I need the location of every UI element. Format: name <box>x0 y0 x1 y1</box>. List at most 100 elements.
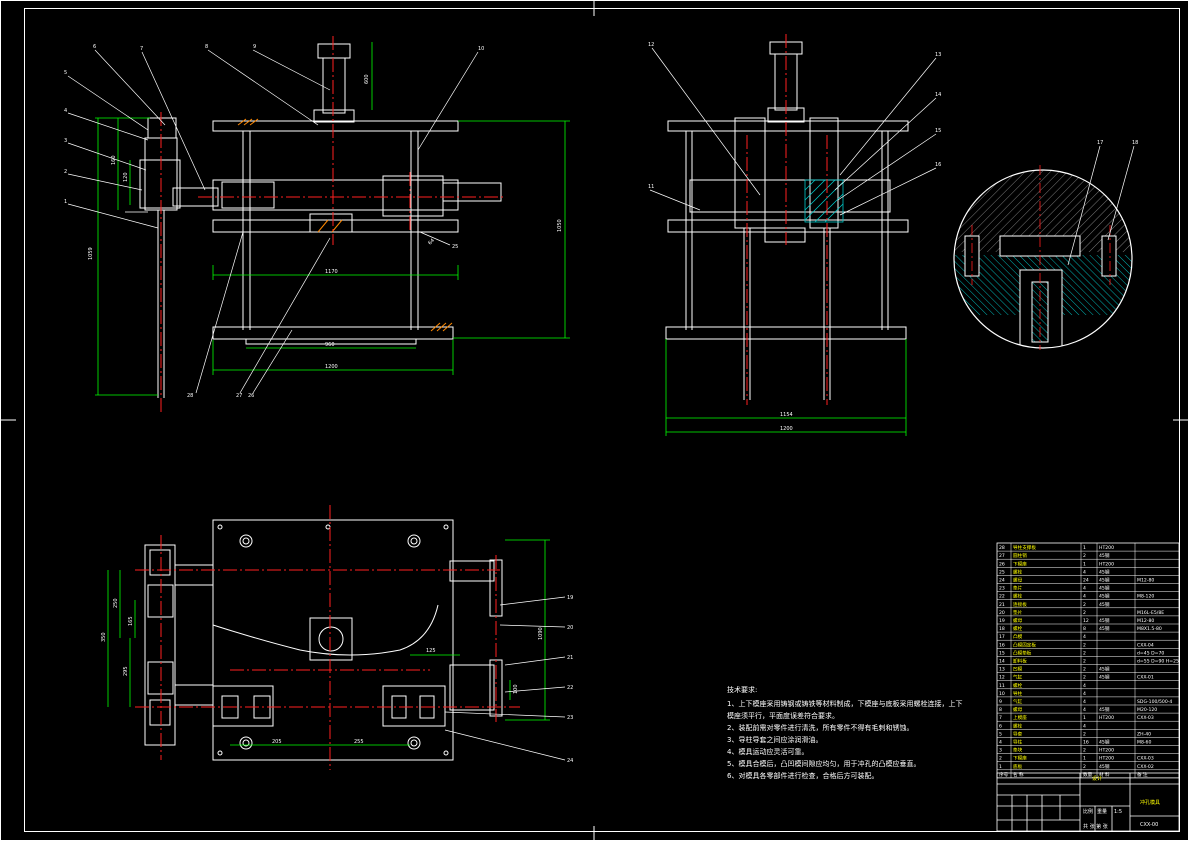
bom-cell: 4 <box>1083 683 1086 689</box>
balloon-16: 16 <box>935 162 941 168</box>
bom-cell: 45钢 <box>1099 585 1110 592</box>
bom-cell: 45钢 <box>1099 568 1110 575</box>
bom-cell: 10 <box>999 691 1005 697</box>
bom-cell: 凹模 <box>1013 666 1023 673</box>
bom-cell: d=55 D=90 H=25 <box>1137 659 1179 665</box>
bom-cell: 圆柱销 <box>1013 552 1027 559</box>
bom-cell: 4 <box>1083 586 1086 592</box>
bom-cell: M12-80 <box>1137 578 1154 584</box>
balloon-26: 26 <box>248 393 254 399</box>
balloon-15: 15 <box>935 128 941 134</box>
technical-notes: 技术要求: 1、上下模座采用铸钢或铸铁等材料制成，下模座与底板采用螺栓连接，上下… <box>727 685 962 780</box>
bom-cell: 45钢 <box>1099 625 1110 632</box>
bom-cell: 卸料板 <box>1013 658 1027 665</box>
bom-cell: 垫块 <box>1013 747 1023 754</box>
bom-cell: 导套 <box>1013 730 1023 737</box>
dim-top-v1: 1090 <box>538 627 544 640</box>
bom-header-cell: 材 料 <box>1099 771 1110 778</box>
bom-cell: 45钢 <box>1099 763 1110 770</box>
bom-cell: CXX-01 <box>1137 675 1154 681</box>
bom-cell: d=45 D=70 <box>1137 650 1164 656</box>
dim-top-h3: 295 <box>123 666 129 676</box>
balloon-2: 2 <box>64 169 67 175</box>
bom-cell: 2 <box>1083 610 1086 616</box>
title-drawing-name: 冲孔模具 <box>1140 799 1160 806</box>
bom-cell: 45钢 <box>1099 739 1110 746</box>
title-scale-value: 1:5 <box>1114 809 1122 815</box>
bom-cell: 23 <box>999 586 1005 592</box>
balloon-14: 14 <box>935 92 941 98</box>
cylinder-body <box>322 57 346 114</box>
bom-cell: 16 <box>1083 740 1089 746</box>
bom-cell: 6 <box>999 723 1002 729</box>
bom-cell: M16L-E5/8E <box>1137 610 1164 616</box>
bom-cell: 24 <box>1083 578 1089 584</box>
bom-cell: HT200 <box>1099 561 1114 567</box>
bom-cell: 4 <box>1083 594 1086 600</box>
balloon-6: 6 <box>93 44 96 50</box>
balloon-3: 3 <box>64 138 67 144</box>
bom-cell: 12 <box>1083 618 1089 624</box>
dim-small-a: 160 <box>111 155 117 165</box>
bom-cell: 螺母 <box>1013 706 1023 713</box>
bom-cell: 8 <box>999 707 1002 713</box>
dim-side-inner-width: 1154 <box>780 412 793 418</box>
note-line: 1、上下模座采用铸钢或铸铁等材料制成，下模座与底板采用螺栓连接，上下 <box>727 699 962 708</box>
bom-cell: 凸模 <box>1013 633 1023 640</box>
bom-cell: 24 <box>999 578 1005 584</box>
bom-cell: 45钢 <box>1099 666 1110 673</box>
bom-cell: 底板 <box>1013 763 1023 770</box>
bom-cell: 1 <box>999 764 1002 770</box>
balloon-1: 1 <box>64 199 67 205</box>
balloon-8: 8 <box>205 44 208 50</box>
bom-cell: 导柱 <box>1013 739 1023 746</box>
balloon-4: 4 <box>64 108 67 114</box>
title-sheet-label: 共 张 第 张 <box>1083 823 1108 830</box>
bom-cell: CXX-03 <box>1137 756 1154 762</box>
balloon-25: 25 <box>452 244 458 250</box>
bom-cell: 27 <box>999 553 1005 559</box>
title-drawing-no: CXX-00 <box>1140 822 1158 828</box>
base-plate <box>212 326 454 340</box>
detail-view: 17 18 <box>953 140 1138 350</box>
balloon-28: 28 <box>187 393 193 399</box>
bom-cell: HT200 <box>1099 545 1114 551</box>
bom-header-cell: 序号 <box>999 771 1009 778</box>
bom-cell: 连接板 <box>1013 601 1027 608</box>
bom-cell: 45钢 <box>1099 706 1110 713</box>
bom-cell: 2 <box>1083 667 1086 673</box>
bom-cell: 凸模垫板 <box>1013 649 1032 656</box>
balloon-23: 23 <box>567 715 573 721</box>
balloon-19: 19 <box>567 595 573 601</box>
bom-cell: 4 <box>1083 634 1086 640</box>
bom-cell: 45钢 <box>1099 674 1110 681</box>
dim-height-right: 1050 <box>557 219 563 232</box>
bom-cell: 1 <box>1083 561 1086 567</box>
bom-cell: 45钢 <box>1099 617 1110 624</box>
balloon-18: 18 <box>1132 140 1138 146</box>
bom-cell: 上模座 <box>1013 714 1027 721</box>
balloon-24: 24 <box>567 758 573 764</box>
balloon-12: 12 <box>648 42 654 48</box>
bom-cell: 1 <box>1083 715 1086 721</box>
bom-cell: 螺母 <box>1013 577 1023 584</box>
bom-cell: 2 <box>1083 659 1086 665</box>
bom-cell: CXX-04 <box>1137 642 1154 648</box>
bom-cell: 4 <box>1083 699 1086 705</box>
bom-cell: 26 <box>999 561 1005 567</box>
dim-top-h4: 165 <box>128 616 134 626</box>
bom-cell: 螺母 <box>1013 617 1023 624</box>
note-line: 模座须平行，平面度误差符合要求。 <box>727 711 839 720</box>
bom-cell: 45钢 <box>1099 601 1110 608</box>
bom-cell: 垫片 <box>1013 585 1023 592</box>
bom-cell: 25 <box>999 569 1005 575</box>
note-line: 5、模具合模后，凸凹模间隙应均匀，用于冲孔的凸模应垂直。 <box>727 759 920 768</box>
dim-top-h1: 350 <box>101 632 107 642</box>
bom-cell: 8 <box>1083 626 1086 632</box>
bom-cell: 9 <box>999 699 1002 705</box>
balloon-22: 22 <box>567 685 573 691</box>
note-line: 2、装配前需对零件进行清洗，所有零件不得有毛刺和锈蚀。 <box>727 723 913 732</box>
bom-cell: 2 <box>1083 642 1086 648</box>
